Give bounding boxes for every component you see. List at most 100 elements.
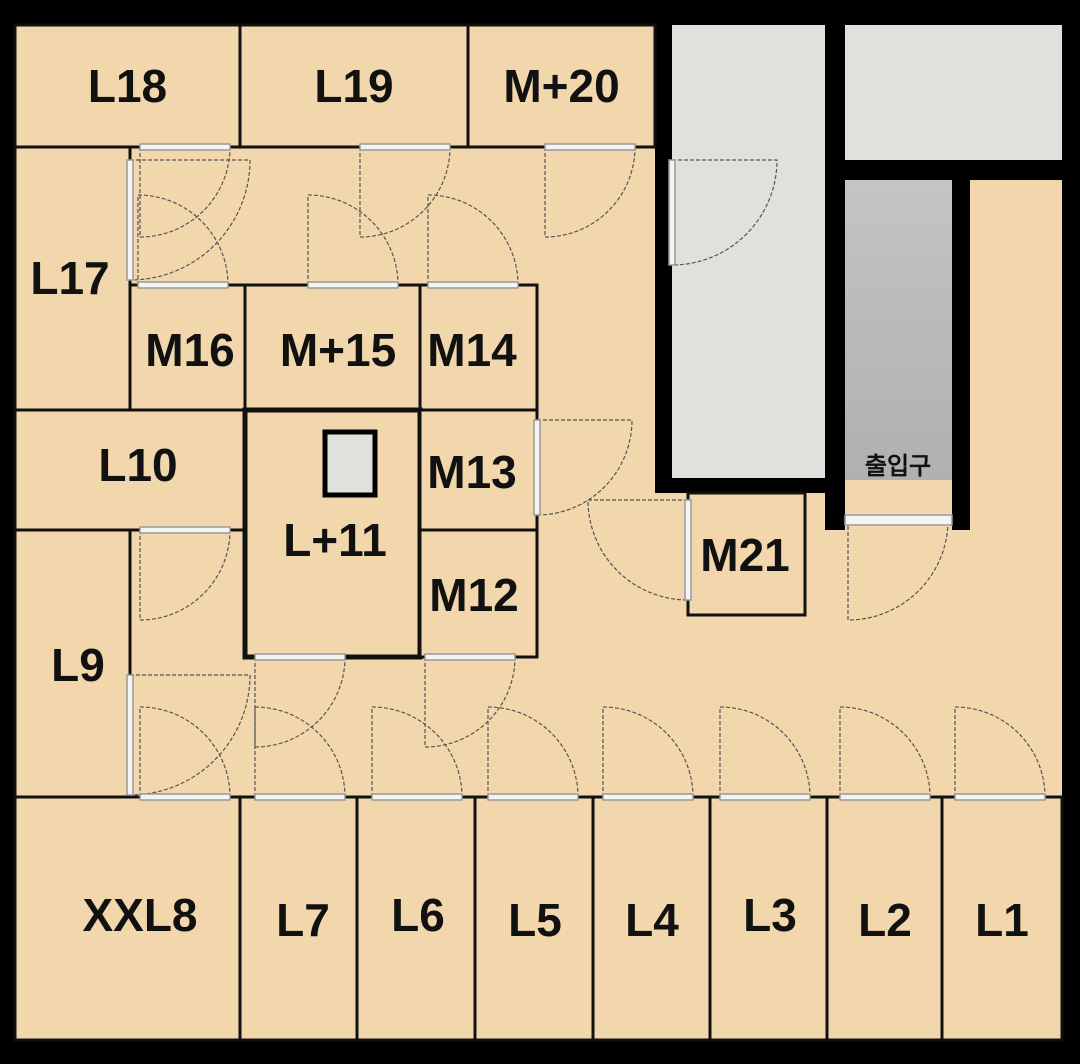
door-swing-arc: [137, 194, 229, 286]
service-room: [672, 25, 825, 478]
door-swing-arc: [427, 194, 519, 286]
door[interactable]: [424, 653, 516, 661]
room-label: L2: [858, 894, 912, 946]
door-swing-arc: [954, 706, 1046, 798]
wall: [655, 270, 672, 493]
room-l18[interactable]: L18: [13, 23, 242, 149]
entrance-landing: [845, 480, 952, 515]
door-swing-arc: [139, 706, 231, 798]
door[interactable]: [487, 793, 579, 801]
door[interactable]: [668, 159, 676, 266]
door-swing-arc: [307, 194, 399, 286]
room-l17[interactable]: L17: [13, 145, 132, 412]
room-label: M21: [700, 529, 789, 581]
room-label: L19: [314, 60, 393, 112]
door-swing-arc: [602, 706, 694, 798]
room-label: M12: [429, 569, 518, 621]
door-swing-arc: [847, 519, 949, 621]
room-label: M14: [427, 324, 517, 376]
wall: [825, 20, 845, 530]
door[interactable]: [427, 281, 519, 289]
door[interactable]: [533, 419, 541, 516]
door-swing-arc: [487, 706, 579, 798]
room-l7[interactable]: L7: [238, 795, 359, 1042]
room-l10[interactable]: L10: [13, 408, 247, 532]
room-label: L6: [391, 889, 445, 941]
room-label: M+15: [280, 324, 396, 376]
room-area: [940, 795, 1064, 1042]
entrance-label: 출입구: [865, 452, 931, 480]
door[interactable]: [359, 143, 451, 151]
room-l1[interactable]: L1: [940, 795, 1064, 1042]
door[interactable]: [954, 793, 1046, 801]
room-m20[interactable]: M+20: [466, 23, 657, 149]
room-l3[interactable]: L3: [708, 795, 829, 1042]
door[interactable]: [254, 793, 346, 801]
door-swing-arc: [544, 146, 636, 238]
room-label: L5: [508, 894, 562, 946]
door[interactable]: [137, 281, 229, 289]
door[interactable]: [139, 526, 231, 534]
room-m14[interactable]: M14: [418, 283, 539, 412]
door-swing-arc: [587, 499, 689, 601]
room-label: L17: [30, 252, 109, 304]
door[interactable]: [719, 793, 811, 801]
room-m12[interactable]: M12: [418, 528, 539, 659]
door[interactable]: [544, 143, 636, 151]
door-swing-arc: [139, 146, 231, 238]
room-label: L9: [51, 639, 105, 691]
room-m16[interactable]: M16: [128, 283, 247, 412]
room-l4[interactable]: L4: [591, 795, 712, 1042]
room-label: M+20: [503, 60, 619, 112]
room-l19[interactable]: L19: [238, 23, 470, 149]
room-label: M16: [145, 324, 234, 376]
room-area: [13, 528, 132, 799]
room-m21[interactable]: M21: [686, 491, 807, 617]
room-l2[interactable]: L2: [825, 795, 944, 1042]
corridor-floor-right: [970, 180, 1062, 500]
room-label: L10: [98, 439, 177, 491]
door-swing-arc: [671, 159, 778, 266]
door[interactable]: [839, 793, 931, 801]
room-area: [238, 795, 359, 1042]
room-area: [355, 795, 477, 1042]
wall: [1062, 0, 1080, 1064]
door-swing-arc: [254, 706, 346, 798]
door-swing-arc: [536, 419, 633, 516]
door-swing-arc: [139, 529, 231, 621]
room-label: L+11: [283, 514, 387, 566]
room-label: L7: [276, 894, 330, 946]
room-area: [418, 408, 539, 532]
wall: [825, 160, 1070, 180]
entrance-stair: [845, 180, 952, 480]
room-area: [473, 795, 595, 1042]
room-label: XXL8: [82, 889, 197, 941]
entrance-door[interactable]: [844, 514, 953, 526]
door-swing-arc: [719, 706, 811, 798]
room-m15[interactable]: M+15: [243, 283, 422, 412]
door[interactable]: [126, 159, 134, 281]
door-swing-arc: [254, 656, 346, 748]
room-m13[interactable]: M13: [418, 408, 539, 532]
room-l5[interactable]: L5: [473, 795, 595, 1042]
door[interactable]: [254, 653, 346, 661]
door[interactable]: [126, 674, 134, 796]
door[interactable]: [139, 793, 231, 801]
room-label: M13: [427, 446, 516, 498]
door[interactable]: [307, 281, 399, 289]
room-xxl8[interactable]: XXL8: [13, 795, 242, 1042]
door-swing-arc: [424, 656, 516, 748]
door[interactable]: [684, 499, 692, 601]
room-label: L1: [975, 894, 1029, 946]
room-area: [243, 283, 422, 412]
room-l6[interactable]: L6: [355, 795, 477, 1042]
room-l9[interactable]: L9: [13, 528, 132, 799]
room-area: [686, 491, 807, 617]
door[interactable]: [139, 143, 231, 151]
room-area: [13, 408, 247, 532]
door[interactable]: [602, 793, 694, 801]
pillar: [322, 429, 378, 498]
room-area: [238, 23, 470, 149]
door[interactable]: [371, 793, 463, 801]
